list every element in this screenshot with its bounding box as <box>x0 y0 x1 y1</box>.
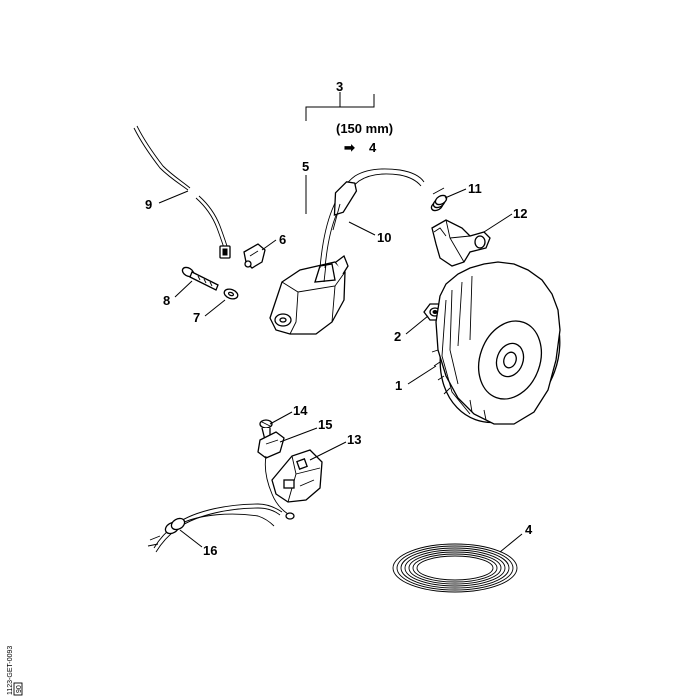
callout-15: 15 <box>318 417 332 432</box>
callout-6: 6 <box>279 232 286 247</box>
part-13-contact-spring <box>264 449 323 520</box>
leader-lines <box>158 92 523 553</box>
part-6-clip <box>243 243 266 269</box>
callout-9: 9 <box>145 197 152 212</box>
callout-5: 5 <box>302 159 309 174</box>
part-12-spark-plug-boot <box>431 219 491 267</box>
callout-labels: 3 (150 mm) ➡ 4 5 9 6 10 11 12 8 7 2 1 14… <box>145 79 533 558</box>
length-note: (150 mm) <box>336 121 393 136</box>
ref-arrow: ➡ <box>344 140 355 155</box>
part-16-wire-harness <box>147 503 283 553</box>
callout-11: 11 <box>468 181 482 196</box>
part-11-spring <box>430 187 448 212</box>
callout-7: 7 <box>193 310 200 325</box>
callout-12: 12 <box>513 206 527 221</box>
figure-code: 1123-GET-0093 90 <box>7 646 23 696</box>
callout-13: 13 <box>347 432 361 447</box>
callout-1: 1 <box>395 378 402 393</box>
callout-8: 8 <box>163 293 170 308</box>
figure-code-box: 90 <box>16 685 23 693</box>
part-9-ground-wire <box>133 125 231 259</box>
callout-4: 4 <box>525 522 533 537</box>
part-4-wire-coil <box>392 543 518 593</box>
callout-2: 2 <box>394 329 401 344</box>
figure-code-number: 1123-GET-0093 <box>7 646 14 695</box>
callout-14: 14 <box>293 403 308 418</box>
part-10-ignition-lead <box>319 168 425 269</box>
callout-3: 3 <box>336 79 343 94</box>
part-5-ignition-module <box>269 254 349 335</box>
part-15-retainer <box>257 431 285 459</box>
callout-10: 10 <box>377 230 391 245</box>
part-7-washer <box>223 288 239 300</box>
callout-16: 16 <box>203 543 217 558</box>
part-8-screw <box>181 266 219 291</box>
part-1-flywheel <box>431 261 561 425</box>
ref-target-4: 4 <box>369 140 377 155</box>
